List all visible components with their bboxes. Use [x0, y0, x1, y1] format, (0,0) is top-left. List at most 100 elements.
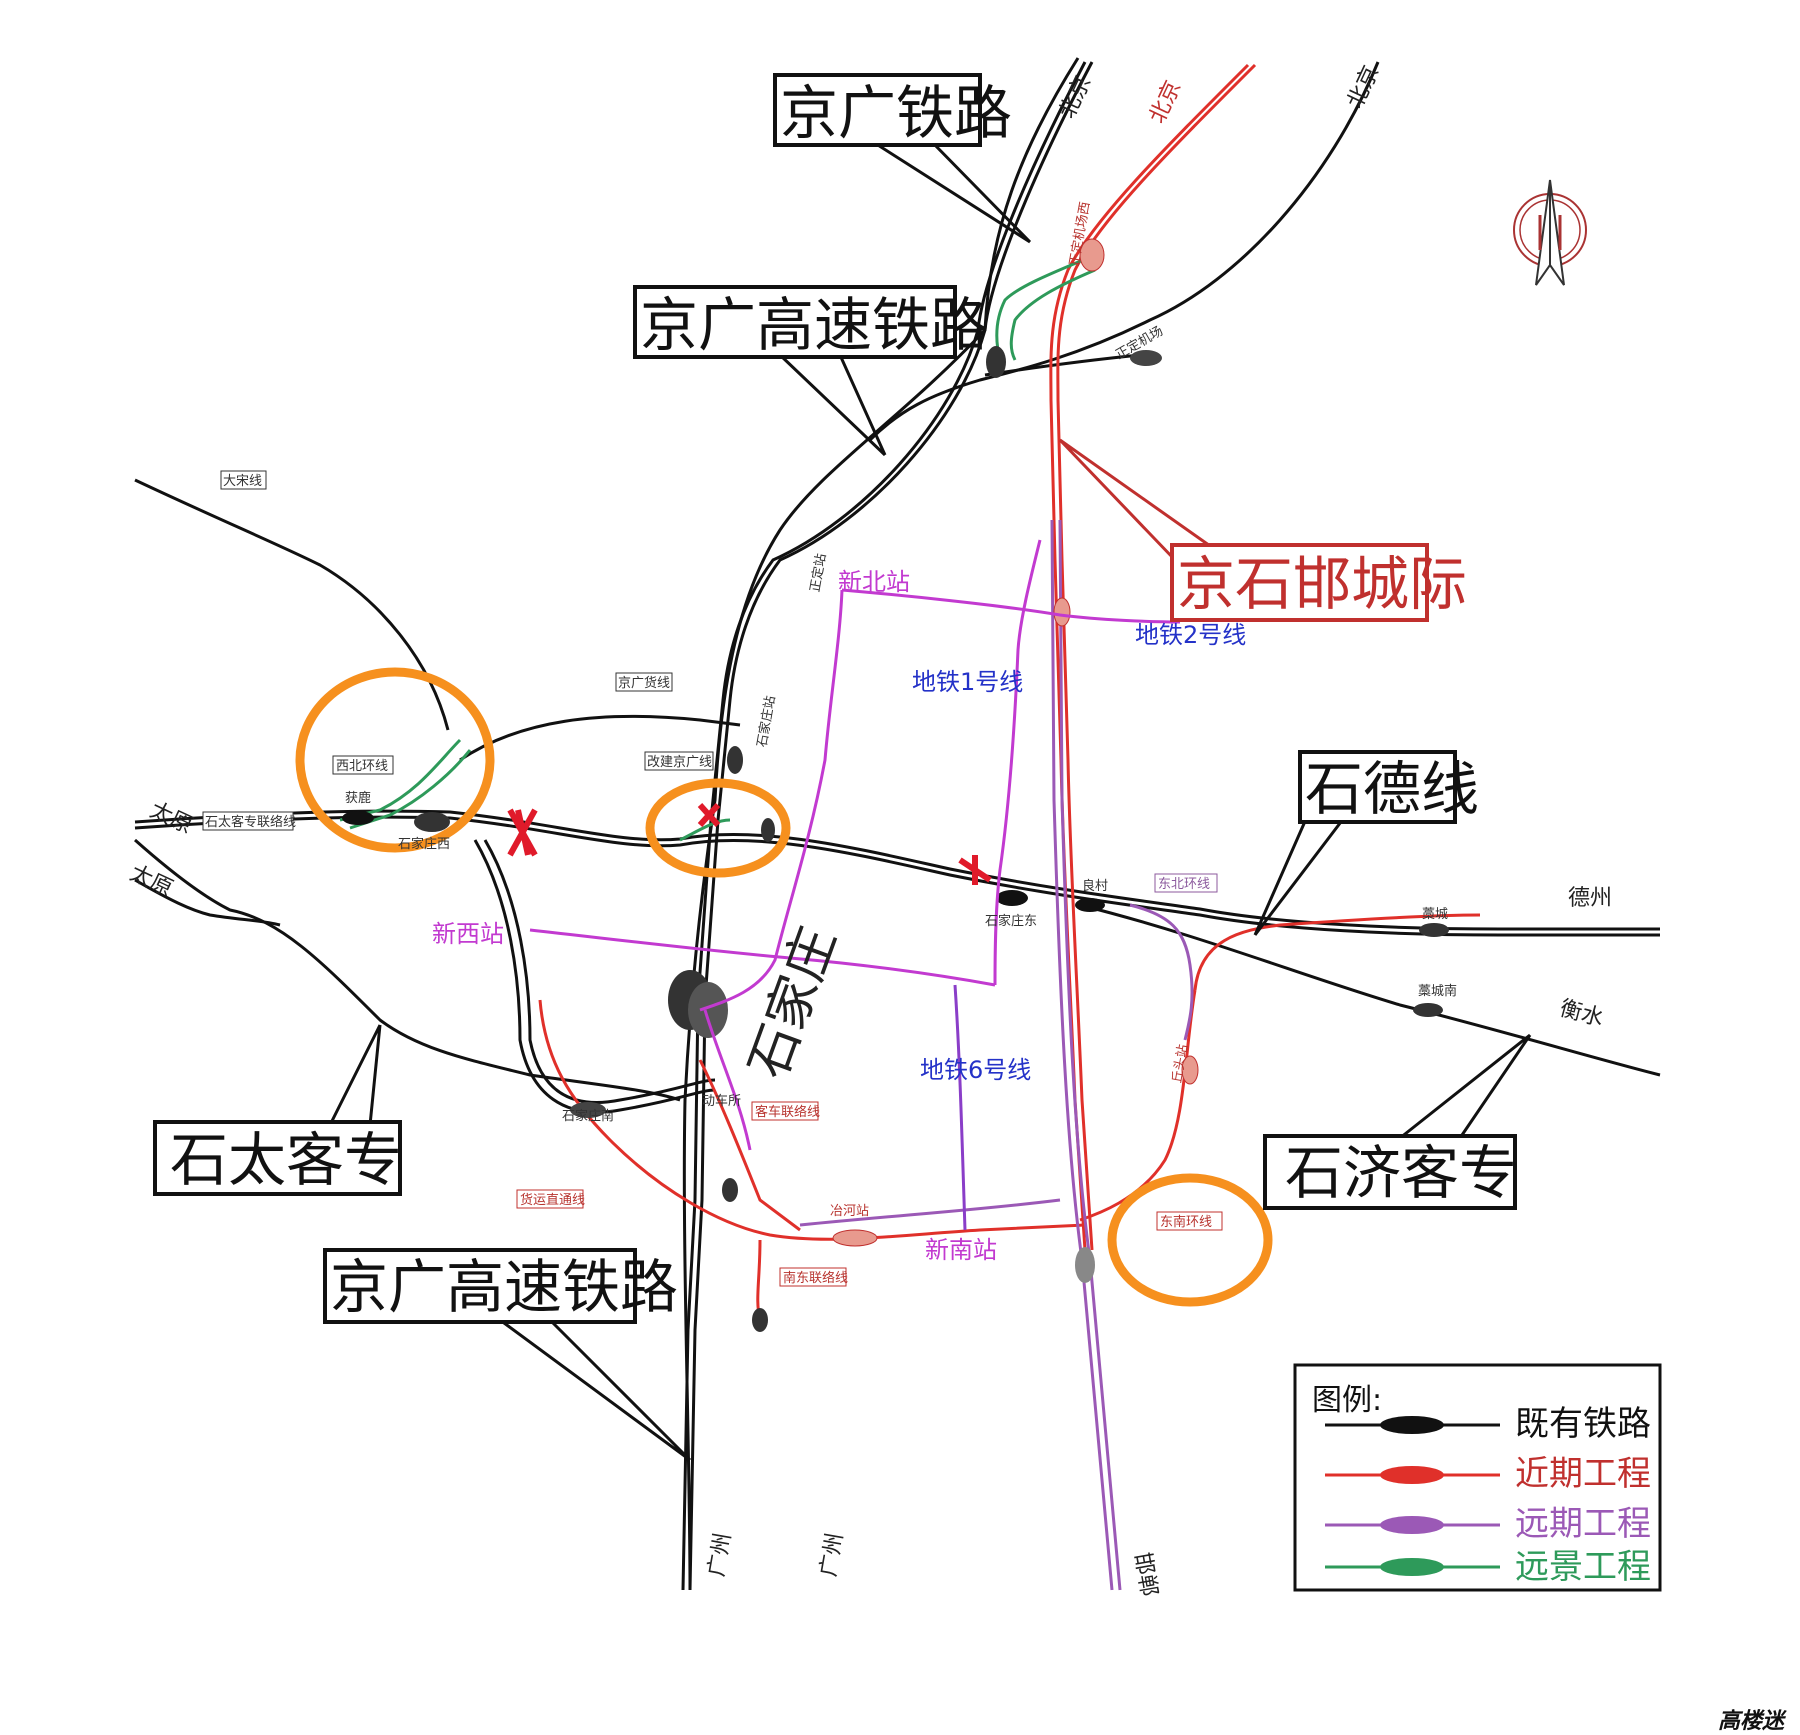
label-dasong: 大宋线	[223, 474, 262, 489]
callout-shiji-text: 石济客专	[1285, 1139, 1517, 1207]
airport-line	[984, 353, 1141, 377]
label-shijiazhuang-south: 石家庄南	[562, 1108, 614, 1124]
metro-line2	[841, 588, 1181, 624]
label-yehe: 冶河站	[830, 1204, 869, 1219]
label-keche: 客车联络线	[755, 1104, 820, 1120]
legend-item-long: 远期工程	[1325, 1504, 1651, 1544]
station-shijiazhuang-main-2	[688, 982, 728, 1038]
callout-jingguang-rail-text: 京广铁路	[780, 79, 1012, 147]
callout-shitai: 石太客专	[153, 1024, 402, 1196]
callout-jingguang-rail: 京广铁路	[773, 73, 1032, 244]
station-fourth	[752, 1308, 768, 1332]
station-huolu	[342, 811, 374, 825]
label-liangcun: 良村	[1082, 878, 1108, 894]
south-link-red	[538, 999, 1086, 1241]
metro-south-branch	[703, 1009, 752, 1151]
stations	[342, 238, 1449, 1332]
label-gaocheng-south: 藁城南	[1418, 983, 1457, 999]
north-arrow-icon	[1513, 179, 1587, 286]
nandong-link	[756, 1239, 762, 1321]
shitai-line	[134, 838, 681, 1102]
dir-dezhou: 德州	[1568, 886, 1612, 911]
callout-jingshihan-text: 京石邯城际	[1177, 550, 1467, 618]
label-dongnan-loop: 东南环线	[1160, 1214, 1212, 1230]
direction-labels: 北京 北京 北京 太原 太原 德州 衡水 广州 广州 邯郸	[126, 62, 1612, 1598]
label-shijiazhuang-east: 石家庄东	[985, 913, 1037, 929]
legend: 图例: 既有铁路 近期工程 远期工程 远景工程	[1293, 1363, 1662, 1592]
highlight-xibei	[295, 667, 495, 853]
station-airport	[1130, 350, 1162, 366]
northeast-line	[868, 61, 1380, 442]
label-dongche: 动车所	[702, 1093, 741, 1109]
callout-jingguang-hsr-bottom-text: 京广高速铁路	[330, 1253, 678, 1321]
highlight-gaijian	[645, 778, 791, 878]
callout-shitai-text: 石太客专	[170, 1126, 402, 1194]
station-gaocheng-south	[1413, 1003, 1443, 1017]
station-gaijian	[761, 818, 775, 842]
label-jingguang-freight: 京广货线	[618, 675, 670, 691]
label-xibei-loop: 西北环线	[336, 759, 388, 774]
label-zhengding: 正定站	[808, 552, 830, 593]
station-east	[996, 890, 1028, 906]
zhengding-green	[995, 253, 1096, 361]
cross-east	[958, 855, 992, 885]
long-term-lines	[799, 519, 1194, 1591]
station-north-junction	[727, 746, 743, 774]
station-gaocheng	[1419, 923, 1449, 937]
jingshihan-intercity	[1056, 63, 1257, 1251]
metro-line6-label: 地铁6号线	[920, 1056, 1031, 1084]
legend-label-existing: 既有铁路	[1515, 1404, 1651, 1444]
callout-jingguang-hsr-top: 京广高速铁路	[633, 285, 988, 457]
legend-item-existing: 既有铁路	[1325, 1404, 1651, 1444]
station-yehe	[832, 1229, 878, 1247]
dasong-line	[134, 478, 450, 731]
xibei-green	[339, 738, 462, 822]
station-dongche	[722, 1178, 738, 1202]
metro-xinbei: 新北站	[838, 568, 910, 596]
metro-lines	[529, 539, 1181, 1231]
station-airport-west	[1079, 238, 1105, 272]
metro-xinxi: 新西站	[432, 920, 504, 948]
metro-line-westeast	[529, 928, 996, 987]
vision-lines	[339, 253, 1096, 842]
label-gaijian: 改建京广线	[647, 755, 712, 770]
dongbei-loop	[1129, 903, 1194, 1041]
dir-hengshui: 衡水	[1557, 996, 1606, 1032]
station-xinnan-hub	[1075, 1247, 1095, 1283]
gaijian-green	[679, 818, 731, 842]
dir-beijing-1: 北京	[1055, 72, 1096, 122]
callout-shide: 石德线	[1253, 750, 1479, 936]
highlight-dongnan	[1107, 1173, 1273, 1307]
legend-item-near: 近期工程	[1325, 1454, 1651, 1494]
label-shijiazhuang-west: 石家庄西	[398, 836, 450, 852]
metro-xinnan: 新南站	[925, 1236, 997, 1264]
station-zhengding	[986, 346, 1006, 378]
label-gaocheng: 藁城	[1422, 907, 1448, 922]
station-shijiazhuang-west	[414, 812, 450, 832]
station-qiutou	[1181, 1055, 1199, 1085]
dir-beijing-2: 北京	[1145, 77, 1186, 127]
legend-label-long: 远期工程	[1515, 1504, 1651, 1544]
south-purple	[799, 1198, 1061, 1227]
dir-guangzhou-1: 广州	[704, 1531, 736, 1579]
legend-title: 图例:	[1312, 1383, 1382, 1418]
dir-taiyuan-1: 太原	[146, 798, 196, 839]
metro-line6	[953, 984, 967, 1231]
jingguang-rail-north	[688, 61, 1094, 1591]
metro-line1	[699, 589, 844, 1012]
red-crosses	[507, 802, 992, 885]
keche-link	[698, 1059, 801, 1232]
label-qiutou: 丘头站	[1170, 1043, 1192, 1084]
label-huolu: 获鹿	[345, 790, 371, 806]
jingguang-hsr-north	[682, 57, 1080, 1591]
callout-jingguang-hsr-bottom: 京广高速铁路	[323, 1248, 692, 1462]
legend-label-vision: 远景工程	[1515, 1547, 1651, 1587]
label-huoyun: 货运直通线	[520, 1192, 585, 1208]
dir-beijing-3: 北京	[1343, 62, 1384, 112]
label-nandong: 南东联络线	[783, 1270, 848, 1286]
station-south	[570, 1102, 606, 1118]
dir-guangzhou-2: 广州	[816, 1531, 848, 1579]
cross-west	[507, 808, 538, 857]
legend-item-vision: 远景工程	[1325, 1547, 1651, 1587]
